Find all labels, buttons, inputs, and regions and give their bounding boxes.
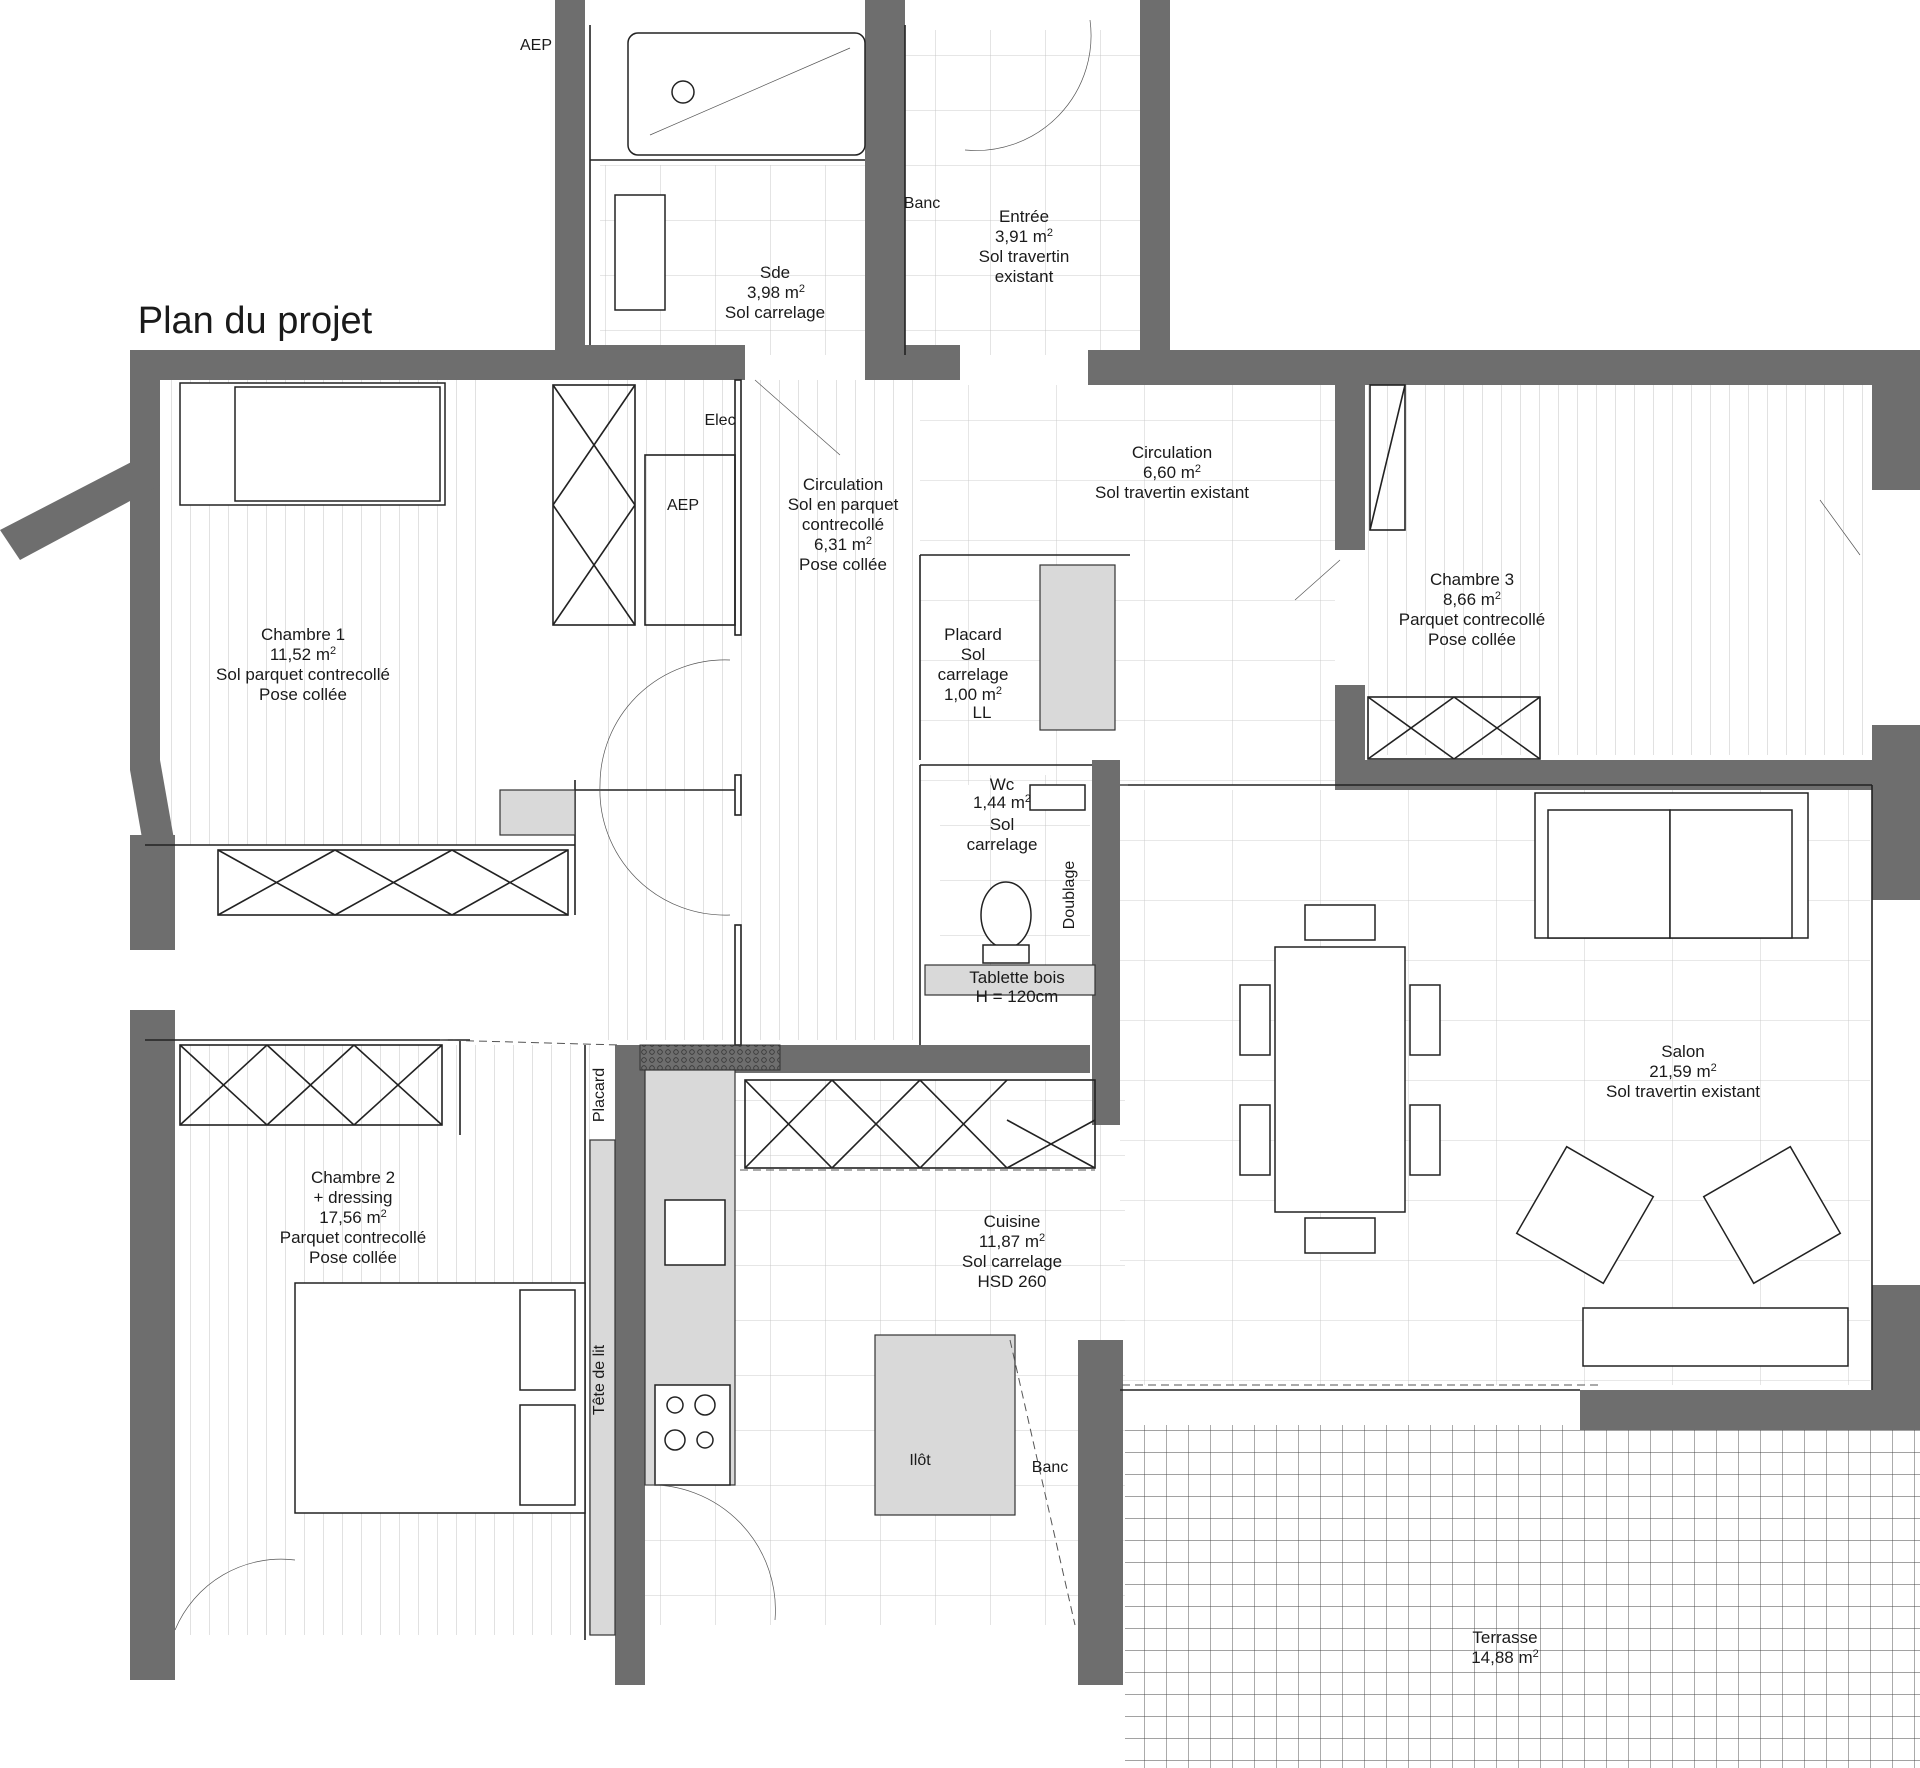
label-entree-name: Entrée <box>999 207 1049 226</box>
label-entree-floor2: existant <box>995 267 1054 286</box>
label-chambre1-pose: Pose collée <box>259 685 347 704</box>
label-sde-name: Sde <box>760 263 790 282</box>
label-salon-name: Salon <box>1661 1042 1704 1061</box>
label-chambre2-sub: + dressing <box>314 1188 393 1207</box>
label-entree-area: 3,91 m2 <box>995 227 1053 246</box>
label-chambre1-area: 11,52 m2 <box>270 645 336 664</box>
label-chambre2-name: Chambre 2 <box>311 1168 395 1187</box>
label-chambre3-area: 8,66 m2 <box>1443 590 1501 609</box>
label-circ2-floor: Sol travertin existant <box>1095 483 1249 502</box>
label-tete-de-lit: Tête de lit <box>591 1344 608 1415</box>
label-chambre2-pose: Pose collée <box>309 1248 397 1267</box>
plan-title: Plan du projet <box>138 300 373 342</box>
label-placard-ll: LL <box>973 703 992 722</box>
label-sde-area: 3,98 m2 <box>747 283 805 302</box>
label-wc-area: 1,44 m2 <box>973 793 1031 812</box>
label-chambre1-name: Chambre 1 <box>261 625 345 644</box>
partitions <box>145 25 1873 1640</box>
furniture <box>179 32 1849 1514</box>
label-cuisine-hsd: HSD 260 <box>978 1272 1047 1291</box>
label-tablette-2: H = 120cm <box>976 987 1059 1006</box>
label-chambre3-name: Chambre 3 <box>1430 570 1514 589</box>
label-banc-entree: Banc <box>904 195 940 212</box>
wardrobes <box>179 384 1541 1169</box>
label-ilot: Ilôt <box>909 1452 931 1469</box>
label-salon-floor: Sol travertin existant <box>1606 1082 1760 1101</box>
label-chambre3-floor: Parquet contrecollé <box>1399 610 1545 629</box>
label-wc-floor2: carrelage <box>967 835 1038 854</box>
labels: Plan du projet AEP Sde 3,98 m2 Sol carre… <box>138 37 1761 1667</box>
label-doublage: Doublage <box>1061 861 1078 930</box>
label-salon-area: 21,59 m2 <box>1649 1062 1717 1081</box>
dashed-lines <box>439 784 1600 1626</box>
label-wc-floor1: Sol <box>990 815 1015 834</box>
label-chambre1-floor: Sol parquet contrecollé <box>216 665 390 684</box>
label-chambre2-area: 17,56 m2 <box>319 1208 387 1227</box>
label-sde-floor: Sol carrelage <box>725 303 825 322</box>
label-tablette-1: Tablette bois <box>969 968 1064 987</box>
label-placard-name: Placard <box>944 625 1002 644</box>
label-circ1-floor2: contrecollé <box>802 515 884 534</box>
label-circ2-area: 6,60 m2 <box>1143 463 1201 482</box>
label-banc-cuisine: Banc <box>1032 1459 1068 1476</box>
label-terrasse-name: Terrasse <box>1472 1628 1537 1647</box>
label-aep: AEP <box>667 497 699 514</box>
label-wc-name: Wc <box>990 775 1015 794</box>
label-aep-top: AEP <box>520 37 552 54</box>
label-placard-floor2: carrelage <box>938 665 1009 684</box>
label-circ2-name: Circulation <box>1132 443 1212 462</box>
label-placard-floor1: Sol <box>961 645 986 664</box>
label-cuisine-name: Cuisine <box>984 1212 1041 1231</box>
label-chambre3-pose: Pose collée <box>1428 630 1516 649</box>
label-terrasse-area: 14,88 m2 <box>1471 1648 1539 1667</box>
label-cuisine-area: 11,87 m2 <box>979 1232 1045 1251</box>
label-circ1-floor1: Sol en parquet <box>788 495 899 514</box>
label-chambre2-floor: Parquet contrecollé <box>280 1228 426 1247</box>
label-cuisine-floor: Sol carrelage <box>962 1252 1062 1271</box>
doors <box>174 19 1861 1631</box>
label-elec: Elec <box>704 412 735 429</box>
label-circ1-area: 6,31 m2 <box>814 535 872 554</box>
floor-finishes <box>145 30 1920 1768</box>
label-placard-area: 1,00 m2 <box>944 685 1002 704</box>
label-entree-floor1: Sol travertin <box>979 247 1070 266</box>
label-circ1-pose: Pose collée <box>799 555 887 574</box>
label-placard2: Placard <box>591 1068 608 1122</box>
label-circ1-name: Circulation <box>803 475 883 494</box>
